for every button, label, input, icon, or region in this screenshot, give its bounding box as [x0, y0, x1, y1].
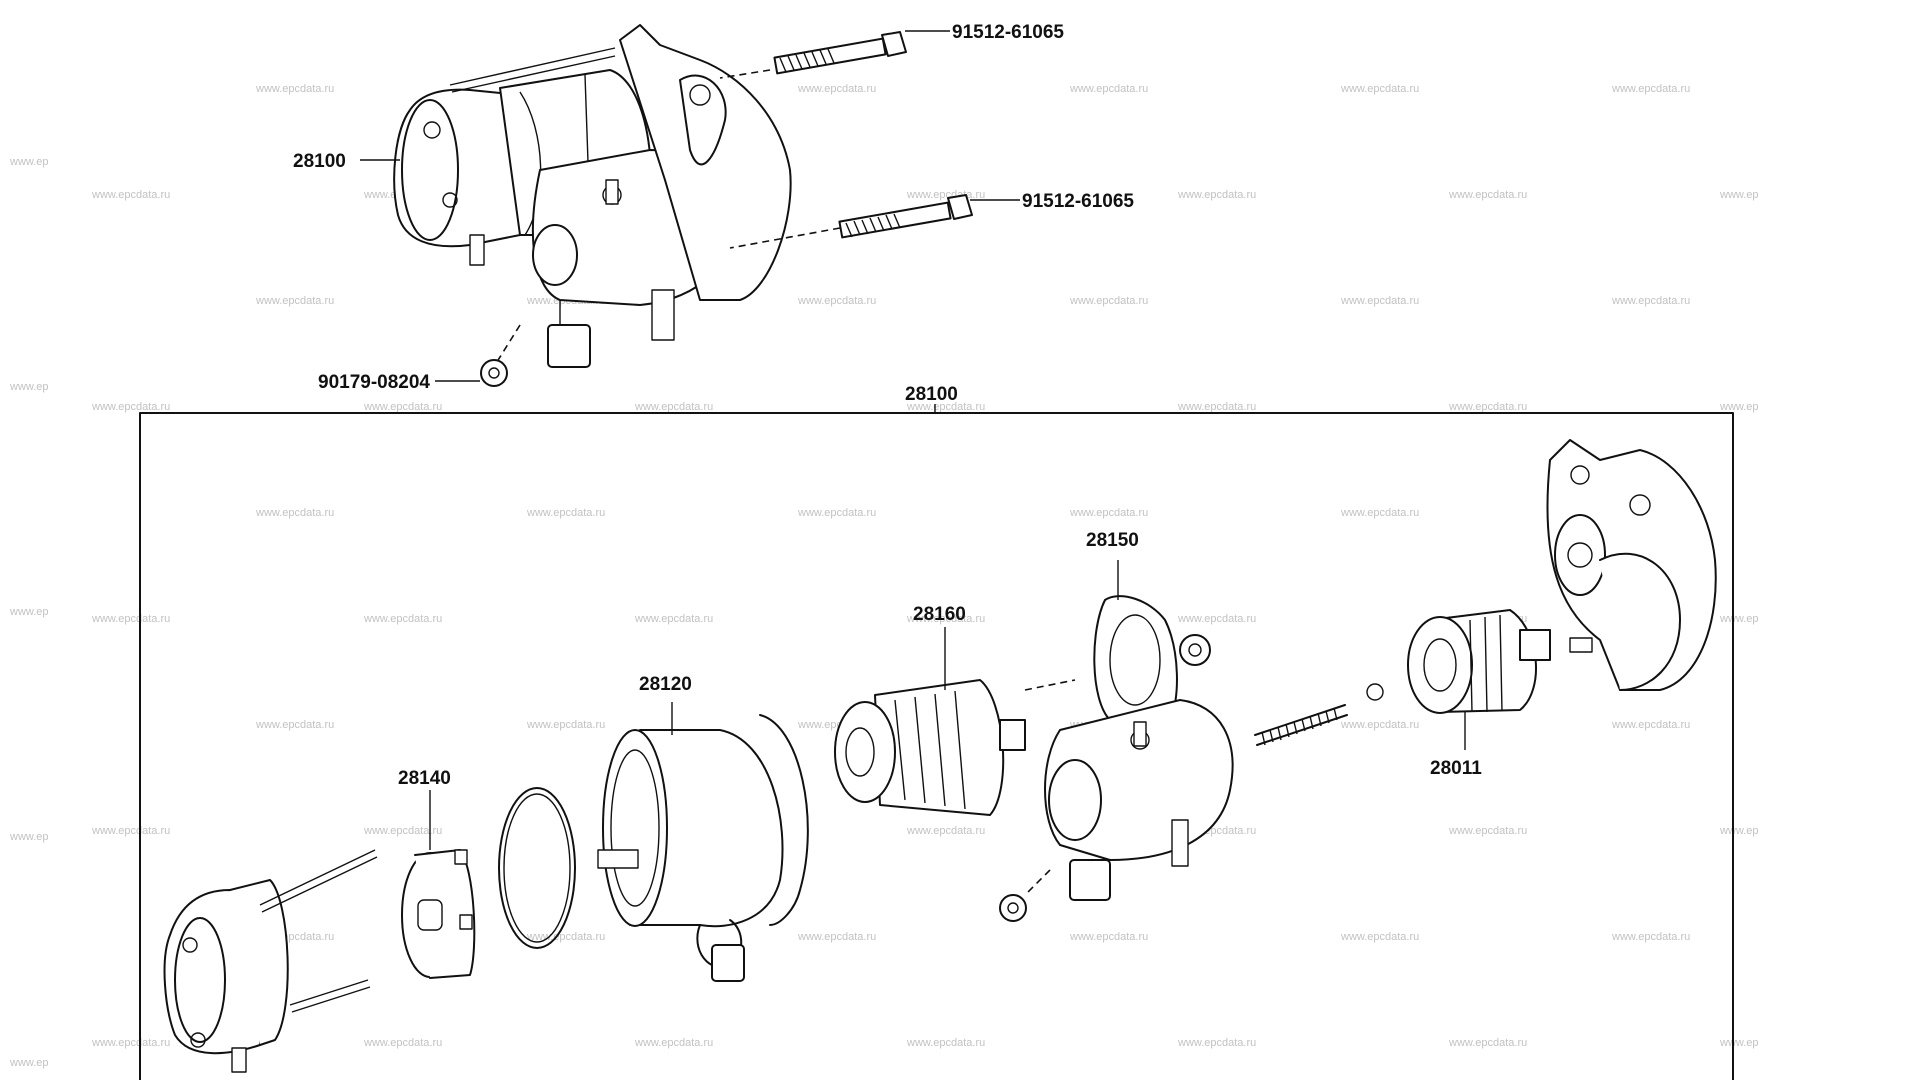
- watermark-text: www.epcdata.ru: [363, 825, 442, 837]
- leader-lines-box: [429, 560, 1466, 850]
- watermark-text: www.epcdata.ru: [91, 189, 170, 201]
- watermark-text: www.epcdata.ru: [1069, 295, 1148, 307]
- watermark-text: www.ep: [1719, 401, 1759, 413]
- watermark-text: www.epcdata.ru: [906, 1037, 985, 1049]
- watermark-text: www.epcdata.ru: [91, 401, 170, 413]
- watermark-text: www.epcdata.ru: [1177, 401, 1256, 413]
- watermark-text: www.epcdata.ru: [91, 1037, 170, 1049]
- exploded-parts-drawing: [163, 439, 1717, 1073]
- part-number-28160[interactable]: 28160: [913, 604, 966, 625]
- watermark-text: www.epcdata.ru: [363, 1037, 442, 1049]
- watermark-text: www.epcdata.ru: [526, 507, 605, 519]
- watermark-text: www.epcdata.ru: [363, 613, 442, 625]
- watermark-text: www.epcdata.ru: [363, 401, 442, 413]
- watermark-text: www.epcdata.ru: [255, 295, 334, 307]
- watermark-text: www.epcdata.ru: [634, 401, 713, 413]
- part-number-28150[interactable]: 28150: [1086, 530, 1139, 551]
- watermark-text: www.epcdata.ru: [1177, 613, 1256, 625]
- watermark-text: www.epcdata.ru: [255, 719, 334, 731]
- watermark-text: www.epcdata.ru: [1448, 1037, 1527, 1049]
- part-number-28100-top[interactable]: 28100: [293, 151, 346, 172]
- watermark-text: www.epcdata.ru: [1340, 507, 1419, 519]
- watermark-text: www.epcdata.ru: [797, 295, 876, 307]
- watermark-text: www.ep: [1719, 613, 1759, 625]
- watermark-text: www.epcdata.ru: [1069, 83, 1148, 95]
- watermark-text: www.epcdata.ru: [634, 613, 713, 625]
- watermark-text: www.epcdata.ru: [1611, 83, 1690, 95]
- watermark-text: www.ep: [9, 1057, 49, 1069]
- watermark-text: www.epcdata.ru: [797, 931, 876, 943]
- watermark-text: www.epcdata.ru: [1611, 295, 1690, 307]
- part-number-28140[interactable]: 28140: [398, 768, 451, 789]
- watermark-text: www.epcdata.ru: [906, 825, 985, 837]
- watermark-text: www.epcdata.ru: [1340, 931, 1419, 943]
- watermark-text: www.epcdata.ru: [1448, 825, 1527, 837]
- watermark-text: www.epcdata.ru: [634, 1037, 713, 1049]
- watermark-text: www.epcdata.ru: [526, 931, 605, 943]
- watermark-text: www.epcdata.ru: [1448, 401, 1527, 413]
- leader-lines-top: [360, 30, 1020, 382]
- watermark-text: www.ep: [1719, 825, 1759, 837]
- watermark-text: www.ep: [9, 381, 49, 393]
- watermark-text: www.epcdata.ru: [1177, 189, 1256, 201]
- watermark-text: www.epcdata.ru: [797, 83, 876, 95]
- watermark-text: www.epcdata.ru: [906, 401, 985, 413]
- part-number-28011[interactable]: 28011: [1430, 758, 1482, 779]
- watermark-text: www.epcdata.ru: [1611, 719, 1690, 731]
- watermark-text: www.epcdata.ru: [1177, 1037, 1256, 1049]
- watermark-text: www.epcdata.ru: [1069, 507, 1148, 519]
- part-number-bolt-lower[interactable]: 91512-61065: [1022, 191, 1134, 212]
- part-number-28120[interactable]: 28120: [639, 674, 692, 695]
- watermark-text: www.epcdata.ru: [1340, 295, 1419, 307]
- watermark-text: www.ep: [9, 156, 49, 168]
- part-number-28100-box[interactable]: 28100: [905, 384, 958, 405]
- watermark-text: www.epcdata.ru: [526, 719, 605, 731]
- part-number-bolt-upper[interactable]: 91512-61065: [952, 22, 1064, 43]
- watermark-text: www.ep: [9, 831, 49, 843]
- watermark-text: www.epcdata.ru: [91, 613, 170, 625]
- starter-assembly-drawing: [393, 24, 973, 387]
- watermark-text: www.epcdata.ru: [906, 613, 985, 625]
- watermark-text: www.ep: [9, 606, 49, 618]
- watermark-text: www.epcdata.ru: [1340, 83, 1419, 95]
- watermark-text: www.epcdata.ru: [91, 825, 170, 837]
- watermark-text: www.epcdata.ru: [255, 83, 334, 95]
- watermark-text: www.epcdata.ru: [1448, 189, 1527, 201]
- watermark-text: www.epcdata.ru: [906, 189, 985, 201]
- watermark-text: www.ep: [1719, 189, 1759, 201]
- exploded-view-frame: [139, 412, 1734, 1080]
- watermark-text: www.ep: [1719, 1037, 1759, 1049]
- watermark-text: www.epcdata.ru: [1340, 719, 1419, 731]
- watermark-text: www.epcdata.ru: [255, 507, 334, 519]
- watermark-text: www.epcdata.ru: [797, 507, 876, 519]
- watermark-text: www.epcdata.ru: [1069, 931, 1148, 943]
- watermark-text: www.epcdata.ru: [1611, 931, 1690, 943]
- part-number-nut[interactable]: 90179-08204: [318, 372, 430, 393]
